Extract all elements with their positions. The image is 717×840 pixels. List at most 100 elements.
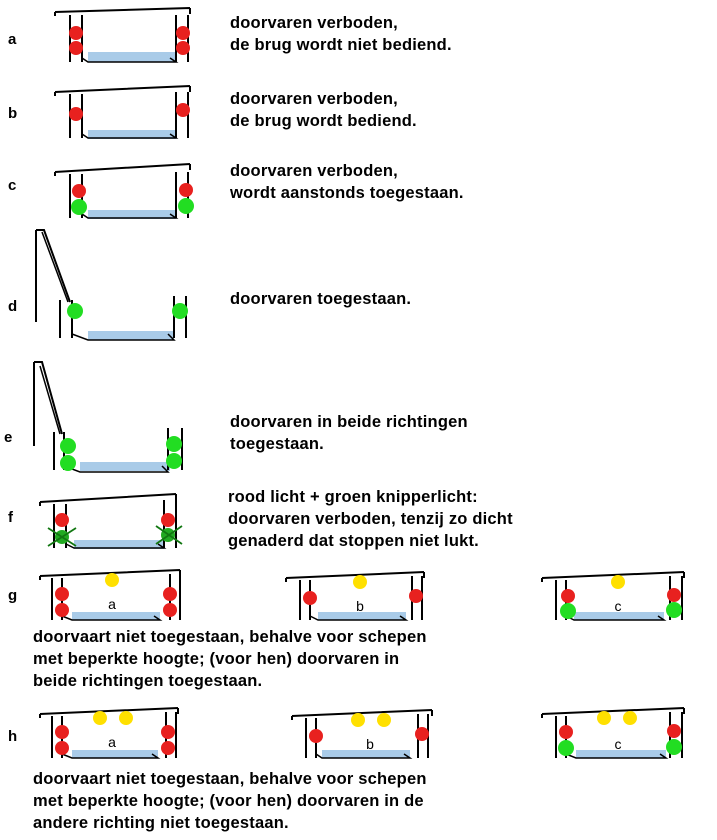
red-light (415, 727, 429, 741)
water (88, 130, 176, 139)
description-line: de brug wordt niet bediend. (230, 36, 452, 54)
yellow-light (351, 713, 365, 727)
red-light (55, 587, 69, 601)
sublabel-c: c (615, 736, 622, 752)
description-line: de brug wordt bediend. (230, 112, 417, 130)
green-light (178, 198, 194, 214)
red-light (561, 589, 575, 603)
red-light (55, 603, 69, 617)
bridge-c (54, 163, 194, 219)
water (80, 462, 170, 471)
description-line: beide richtingen toegestaan. (33, 672, 263, 690)
description-line: met beperkte hoogte; (voor hen) doorvare… (33, 792, 424, 810)
red-light (163, 587, 177, 601)
red-light (303, 591, 317, 605)
yellow-light (377, 713, 391, 727)
red-light (72, 184, 86, 198)
water (72, 612, 160, 620)
yellow-light (119, 711, 133, 725)
description-line: met beperkte hoogte; (voor hen) doorvare… (33, 650, 400, 668)
water (88, 210, 176, 219)
red-light (559, 725, 573, 739)
bridge-d (35, 229, 188, 341)
red-light (667, 724, 681, 738)
sublabel-c: c (615, 598, 622, 614)
description-line: doorvaren verboden, (230, 14, 398, 32)
red-light (161, 513, 175, 527)
green-light (166, 436, 182, 452)
description-line: doorvaren verboden, (230, 90, 398, 108)
bridge-f (39, 493, 183, 549)
row-letter-e: e (4, 429, 12, 446)
red-light (161, 725, 175, 739)
description-line: genaderd dat stoppen niet lukt. (228, 532, 479, 550)
red-light (163, 603, 177, 617)
red-light (69, 107, 83, 121)
yellow-light (93, 711, 107, 725)
bridge-h-b: b (291, 709, 433, 759)
row-letter-d: d (8, 298, 17, 315)
yellow-light (105, 573, 119, 587)
bridge-g-c: c (541, 571, 685, 621)
description-g: doorvaart niet toegestaan, behalve voor … (33, 626, 427, 692)
sublabel-b: b (366, 736, 374, 752)
green-light (558, 740, 574, 756)
row-letter-b: b (8, 105, 17, 122)
red-light (161, 741, 175, 755)
row-letter-g: g (8, 587, 17, 604)
description-line: toegestaan. (230, 435, 324, 453)
row-letter-h: h (8, 728, 17, 745)
red-light (176, 41, 190, 55)
row-letter-f: f (8, 509, 14, 526)
water (322, 750, 410, 758)
yellow-light (611, 575, 625, 589)
sublabel-b: b (356, 598, 364, 614)
water (318, 612, 406, 620)
yellow-light (597, 711, 611, 725)
red-light (55, 513, 69, 527)
red-light (55, 741, 69, 755)
row-letter-c: c (8, 177, 16, 194)
description-e: doorvaren in beide richtingen toegestaan… (230, 411, 468, 455)
red-light (69, 41, 83, 55)
description-line: doorvaart niet toegestaan, behalve voor … (33, 770, 427, 788)
bridge-h-c: c (541, 707, 685, 759)
water (88, 331, 174, 340)
green-light (60, 438, 76, 454)
description-line: doorvaren toegestaan. (230, 290, 412, 308)
description-c: doorvaren verboden, wordt aanstonds toeg… (230, 160, 464, 204)
red-light (309, 729, 323, 743)
description-d: doorvaren toegestaan. (230, 288, 411, 310)
description-line: doorvaren verboden, tenzij zo dicht (228, 510, 513, 528)
description-h: doorvaart niet toegestaan, behalve voor … (33, 768, 427, 834)
description-line: wordt aanstonds toegestaan. (230, 184, 464, 202)
green-light (71, 199, 87, 215)
red-light (176, 26, 190, 40)
red-light (409, 589, 423, 603)
description-line: doorvaart niet toegestaan, behalve voor … (33, 628, 427, 646)
bridge-a (54, 7, 191, 63)
water (74, 540, 164, 549)
bridge-g-b: b (285, 571, 425, 621)
water (72, 750, 158, 758)
red-light (176, 103, 190, 117)
green-light (166, 453, 182, 469)
green-light (560, 603, 576, 619)
green-light (666, 602, 682, 618)
green-light (60, 455, 76, 471)
red-light (667, 588, 681, 602)
green-light (172, 303, 188, 319)
red-light (69, 26, 83, 40)
description-line: doorvaren in beide richtingen (230, 413, 468, 431)
row-letter-a: a (8, 31, 17, 48)
sublabel-a: a (108, 596, 116, 612)
water (576, 750, 666, 758)
water (88, 52, 176, 62)
green-light (666, 739, 682, 755)
description-line: andere richting niet toegestaan. (33, 814, 289, 832)
bridge-b (54, 85, 191, 139)
description-f: rood licht + groen knipperlicht: doorvar… (228, 486, 513, 552)
bridge-e (33, 361, 183, 473)
red-light (55, 725, 69, 739)
